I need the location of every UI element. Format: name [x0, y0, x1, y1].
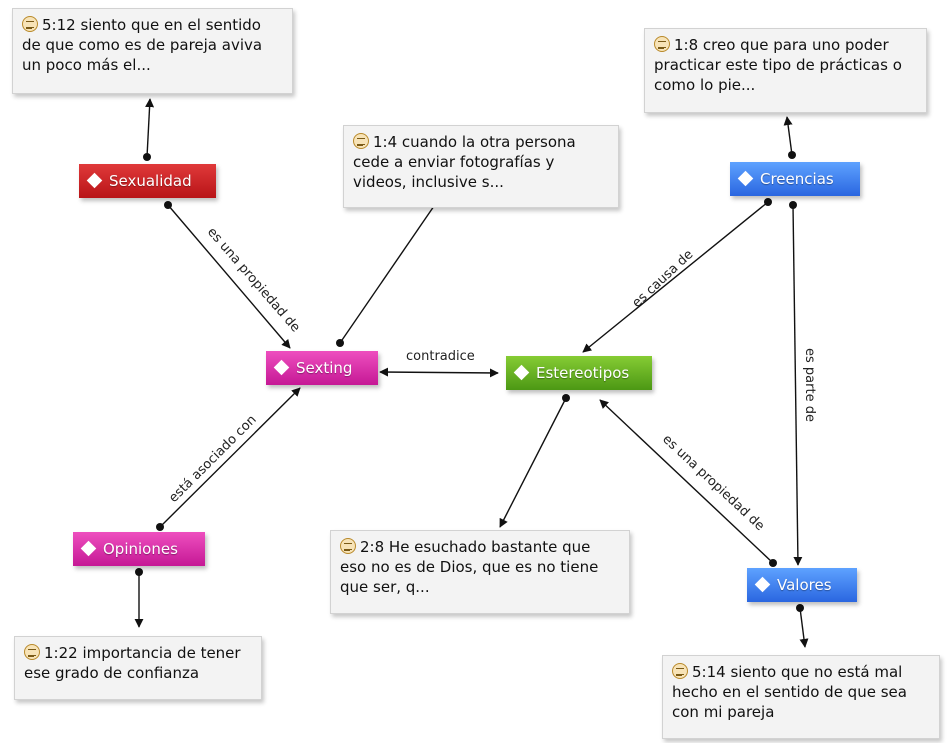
edge-sexting-quote	[339, 189, 446, 344]
edge-creencias-quote	[783, 116, 793, 156]
code-creencias[interactable]: Creencias	[730, 162, 860, 196]
quote-1-4[interactable]: 1:4 cuando la otra persona cede a enviar…	[343, 125, 619, 208]
edge-label-es-parte-de: es parte de	[802, 348, 817, 422]
edge-valores-quote	[799, 607, 809, 648]
quote-text: 5:12 siento que en el sentido de que com…	[22, 16, 263, 74]
quote-text: 1:4 cuando la otra persona cede a enviar…	[353, 133, 576, 191]
quote-5-12[interactable]: 5:12 siento que en el sentido de que com…	[12, 8, 293, 94]
edge-creencias-valores	[792, 204, 803, 566]
quote-text: 5:14 siento que no está mal hecho en el …	[672, 663, 907, 721]
quote-1-22[interactable]: 1:22 importancia de tener ese grado de c…	[14, 636, 262, 700]
quotation-icon	[654, 36, 670, 52]
code-label: Estereotipos	[536, 364, 630, 382]
edge-sexualidad-quote	[145, 98, 155, 158]
code-diamond-icon	[513, 364, 530, 381]
code-diamond-icon	[273, 359, 290, 376]
edge-sexting-opiniones	[159, 387, 301, 528]
code-opiniones[interactable]: Opiniones	[73, 532, 205, 566]
code-estereotipos[interactable]: Estereotipos	[506, 356, 652, 390]
code-diamond-icon	[86, 172, 103, 189]
edge-label-es-una-propiedad-de-2: es una propiedad de	[659, 432, 767, 534]
quotation-icon	[672, 663, 688, 679]
code-label: Sexualidad	[109, 172, 192, 190]
quote-2-8[interactable]: 2:8 He esuchado bastante que eso no es d…	[330, 530, 630, 614]
code-label: Sexting	[296, 359, 353, 377]
edge-label-es-causa-de: es causa de	[629, 247, 696, 311]
quote-5-14[interactable]: 5:14 siento que no está mal hecho en el …	[662, 655, 940, 739]
quote-text: 1:22 importancia de tener ese grado de c…	[24, 644, 241, 682]
code-valores[interactable]: Valores	[747, 568, 857, 602]
code-diamond-icon	[80, 540, 97, 557]
code-label: Valores	[777, 576, 832, 594]
quote-text: 2:8 He esuchado bastante que eso no es d…	[340, 538, 599, 596]
quotation-icon	[24, 644, 40, 660]
quotation-icon	[22, 16, 38, 32]
edge-label-es-una-propiedad-de: es una propiedad de	[204, 225, 303, 336]
edge-creencias-estereotipos	[582, 201, 769, 353]
edge-valores-estereotipos	[599, 399, 774, 564]
code-diamond-icon	[737, 170, 754, 187]
edge-sexualidad-sexting	[167, 204, 291, 349]
quotation-icon	[340, 538, 356, 554]
code-diamond-icon	[754, 576, 771, 593]
code-label: Opiniones	[103, 540, 178, 558]
quotation-icon	[353, 133, 369, 149]
code-sexting[interactable]: Sexting	[266, 351, 378, 385]
edge-label-esta-asociado-con: está asociado con	[166, 412, 259, 505]
quote-1-8[interactable]: 1:8 creo que para uno poder practicar es…	[644, 28, 927, 113]
edge-estereotipos-quote	[499, 397, 567, 528]
code-label: Creencias	[760, 170, 834, 188]
edge-label-contradice: contradice	[406, 349, 475, 364]
edge-sexting-estereotipos	[379, 367, 499, 378]
code-sexualidad[interactable]: Sexualidad	[79, 164, 216, 198]
quote-text: 1:8 creo que para uno poder practicar es…	[654, 36, 902, 94]
